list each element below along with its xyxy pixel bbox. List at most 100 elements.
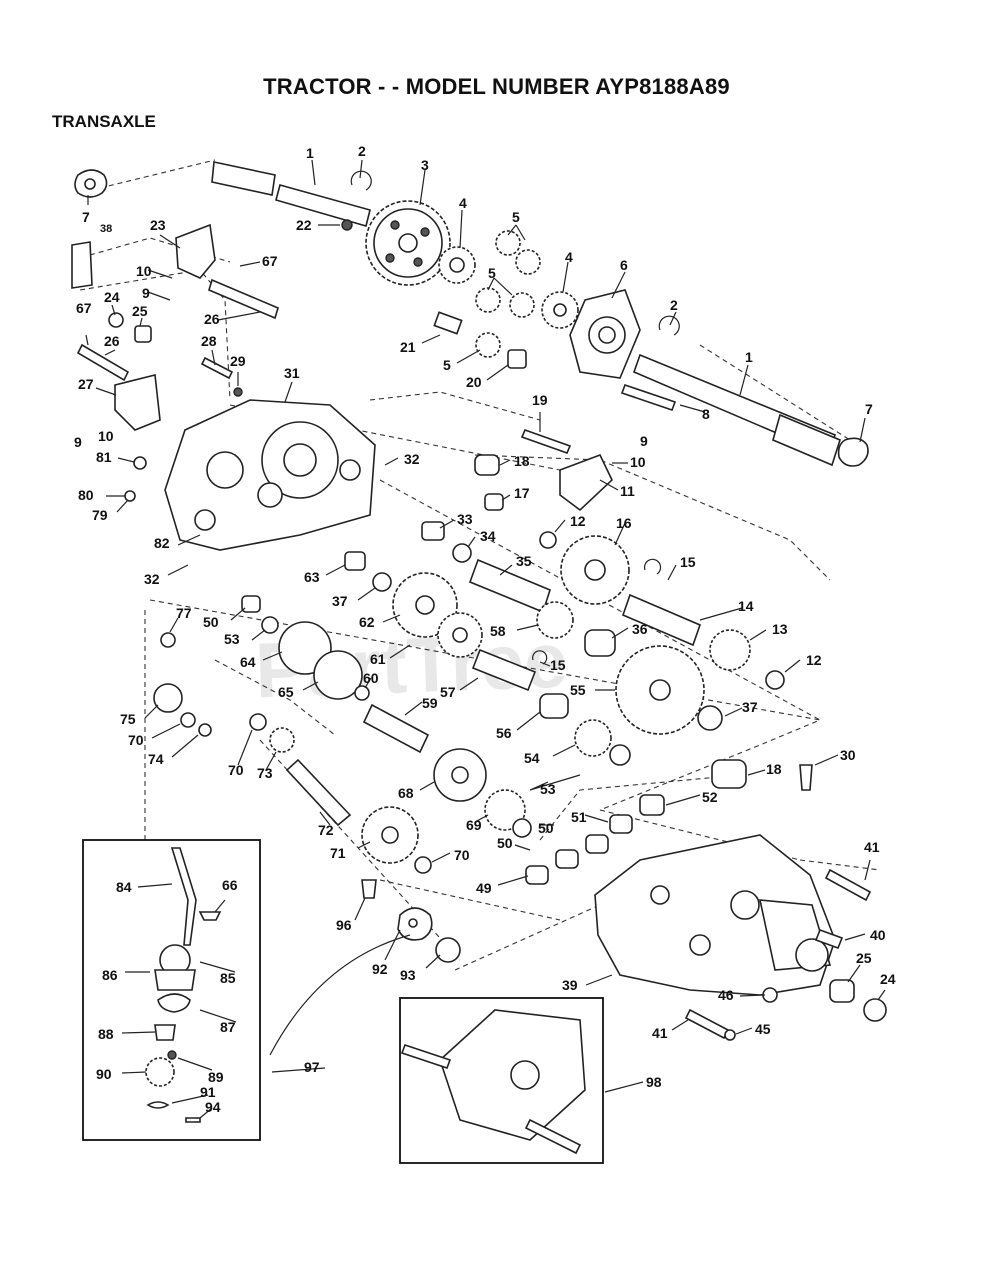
- output-shaft-1: [632, 315, 869, 467]
- callout: 1: [745, 349, 753, 365]
- gear-54: [574, 719, 612, 757]
- callout: 6: [620, 257, 628, 273]
- callout: 53: [540, 781, 556, 797]
- input-shaft-assembly: [74, 161, 372, 227]
- gear-68: [433, 748, 487, 802]
- callout: 84: [116, 879, 132, 895]
- plug-30: [799, 764, 813, 791]
- shift-fork-11: [559, 453, 613, 512]
- washer-12-upper: [539, 531, 557, 549]
- callout: 64: [240, 654, 256, 670]
- plug-77: [160, 632, 176, 648]
- callout: 33: [457, 511, 473, 527]
- bearing-housing-6: [569, 289, 641, 379]
- callout: 57: [440, 684, 456, 700]
- callout: 81: [96, 449, 112, 465]
- bevel-pinions-5: [475, 230, 541, 358]
- leader-lines: [85, 159, 886, 1119]
- callout: 24: [104, 289, 120, 305]
- callout: 12: [570, 513, 586, 529]
- callout: 13: [772, 621, 788, 637]
- bearing-50-upper: [241, 595, 261, 613]
- callout: 26: [204, 311, 220, 327]
- seal-24-right: [863, 998, 887, 1022]
- callout: 31: [284, 365, 300, 381]
- callout: 9: [640, 433, 648, 449]
- shaft-35: [468, 558, 551, 614]
- callout: 79: [92, 507, 108, 523]
- callout: 7: [82, 209, 90, 225]
- callout: 27: [78, 376, 94, 392]
- shaft-72: [285, 758, 352, 827]
- bearing-36: [584, 629, 616, 657]
- pin-94: [185, 1117, 201, 1123]
- washer-60: [354, 685, 370, 701]
- callout: 50: [538, 820, 554, 836]
- callout: 91: [200, 1084, 216, 1100]
- callout: 32: [144, 571, 160, 587]
- bearing-33: [421, 521, 445, 541]
- callout: 67: [262, 253, 278, 269]
- callout: 51: [571, 809, 587, 825]
- washer-45: [724, 1029, 736, 1041]
- shaft-59: [362, 703, 430, 754]
- bushing-18-lower: [711, 759, 747, 789]
- bushing-25-right: [829, 979, 855, 1003]
- callout: 21: [400, 339, 416, 355]
- callout: 87: [220, 1019, 236, 1035]
- clip-93: [435, 937, 461, 963]
- gear-62: [392, 572, 458, 638]
- key-66: [198, 911, 222, 921]
- callout: 50: [203, 614, 219, 630]
- washer-53-lower: [512, 818, 532, 838]
- callout: 32: [404, 451, 420, 467]
- bearing-49-upper: [555, 849, 579, 869]
- gear-4-left: [438, 246, 476, 284]
- callout: 71: [330, 845, 346, 861]
- callout: 67: [76, 300, 92, 316]
- callout: 98: [646, 1074, 662, 1090]
- disc-65: [313, 650, 363, 700]
- bearing-52: [639, 794, 665, 816]
- callout: 70: [454, 847, 470, 863]
- callout: 8: [702, 406, 710, 422]
- callout: 61: [370, 651, 386, 667]
- bearing-50-lower: [585, 834, 609, 854]
- callout: 73: [257, 765, 273, 781]
- shaft-14: [621, 593, 702, 647]
- washer-46: [762, 987, 778, 1003]
- callout: 15: [680, 554, 696, 570]
- gear-90: [145, 1057, 175, 1087]
- callout: 3: [421, 157, 429, 173]
- callout: 53: [224, 631, 240, 647]
- callout: 4: [565, 249, 573, 265]
- callout: 9: [142, 285, 150, 301]
- callout: 97: [304, 1059, 320, 1075]
- callout: 39: [562, 977, 578, 993]
- washer-70-lower: [414, 856, 432, 874]
- callout: 5: [512, 209, 520, 225]
- page-title: TRACTOR - - MODEL NUMBER AYP8188A89: [263, 74, 730, 99]
- callout-labels: 1 2 3 4 5 5 4 6 2 1 7 7 38 23 67 22 10 9…: [74, 143, 896, 1115]
- gear-71: [361, 806, 419, 864]
- cap-87: [157, 993, 191, 1013]
- callout: 54: [524, 750, 540, 766]
- washer-22: [341, 219, 353, 231]
- callout: 70: [228, 762, 244, 778]
- callout: 93: [400, 967, 416, 983]
- clip-15-lower: [532, 650, 548, 665]
- ball-89: [167, 1050, 177, 1060]
- left-lower-parts: [153, 595, 532, 874]
- spring-88: [154, 1024, 176, 1041]
- callout: 41: [652, 1025, 668, 1041]
- callout: 29: [230, 353, 246, 369]
- callout: 5: [488, 265, 496, 281]
- callout: 89: [208, 1069, 224, 1085]
- callout: 70: [128, 732, 144, 748]
- callout: 72: [318, 822, 334, 838]
- cable-97: [269, 934, 411, 1056]
- washer-37-lower: [697, 705, 723, 731]
- callout: 17: [514, 485, 530, 501]
- washer-12-lower: [765, 670, 785, 690]
